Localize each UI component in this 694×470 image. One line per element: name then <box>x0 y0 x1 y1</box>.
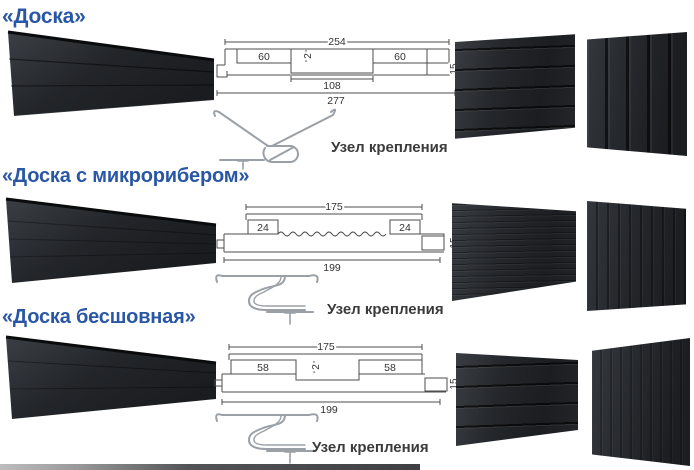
row2-dim-overall-top: 175 <box>325 201 343 213</box>
row2-wall-panel-horizontal <box>452 203 576 301</box>
row2-dim-tab-right: 24 <box>399 222 411 234</box>
row2-title: «Доска с микрорибером» <box>2 165 250 187</box>
row1-fastening-label: Узел крепления <box>331 139 448 156</box>
row3-dim-tab-left: 58 <box>257 362 269 374</box>
row1-wall-panel-vertical <box>587 32 687 156</box>
row1-dim-overall-top: 254 <box>328 36 346 48</box>
row3-dim-overall-bottom: 199 <box>320 404 338 416</box>
row3-dim-rib-depth: 2 <box>311 364 322 370</box>
row3-dim-overall-top: 175 <box>317 341 335 353</box>
row3-product-panel-image <box>5 335 217 419</box>
row1-dim-rib-depth: 2 <box>303 53 314 59</box>
row1-fastening-detail-drawing <box>213 108 337 170</box>
row1-product-panel-image <box>7 30 215 117</box>
row2-fastening-label: Узел крепления <box>327 301 444 318</box>
row1-dim-tab-right: 60 <box>394 51 406 63</box>
row3-dim-tab-right: 58 <box>384 362 396 374</box>
row3-fastening-label: Узел крепления <box>312 439 429 456</box>
row2-cross-section-drawing: 175 24 24 199 15 <box>216 199 462 276</box>
row2-wall-panel-vertical <box>587 201 686 311</box>
row2-fastening-detail-drawing <box>215 274 319 325</box>
row1-title: «Доска» <box>2 5 86 28</box>
row1-dim-inner-width: 108 <box>323 80 341 92</box>
row1-wall-panel-horizontal <box>455 34 575 139</box>
row1-dim-tab-left: 60 <box>258 51 270 63</box>
cropped-next-section-edge <box>0 464 420 470</box>
row3-wall-panel-horizontal <box>456 353 578 446</box>
row2-dim-overall-bottom: 199 <box>323 262 341 274</box>
row3-cross-section-drawing: 175 58 58 2 199 15 <box>214 339 462 418</box>
row3-fastening-detail-drawing <box>215 413 319 464</box>
row1-dim-overall-bottom: 277 <box>327 95 345 107</box>
row1-cross-section-drawing: 254 60 60 2 108 277 15 <box>216 34 461 107</box>
row2-dim-tab-left: 24 <box>257 222 269 234</box>
row3-wall-panel-vertical <box>592 338 690 466</box>
row3-title: «Доска бесшовная» <box>2 306 196 328</box>
row2-product-panel-image <box>5 197 217 283</box>
